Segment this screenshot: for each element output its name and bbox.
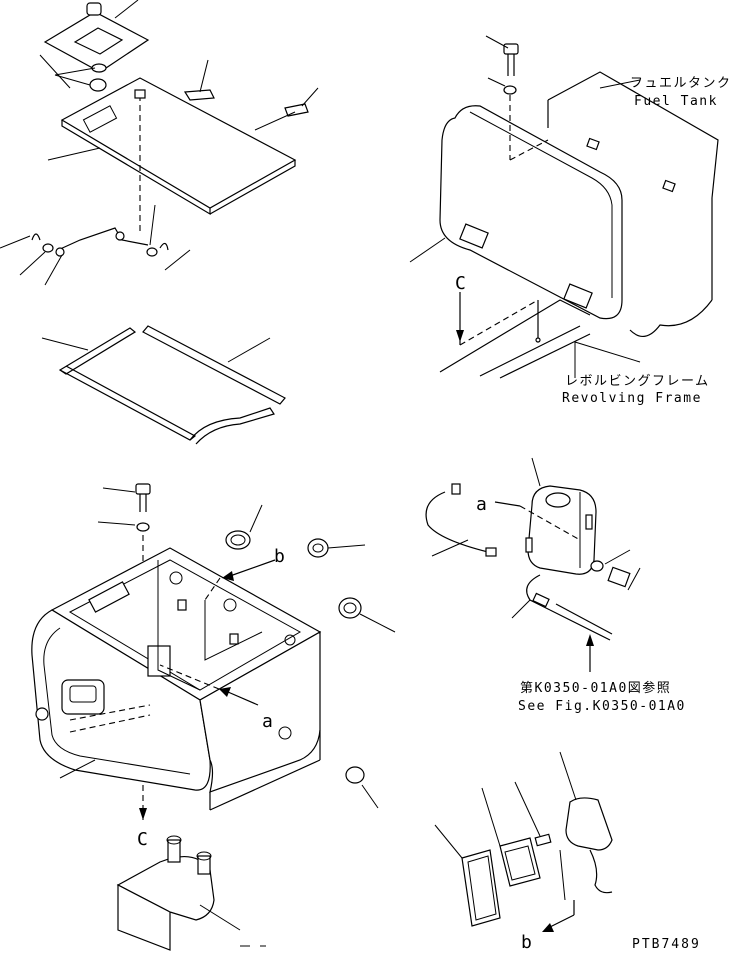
fuel-tank-label-jp: フュエルタンク (630, 76, 731, 91)
ref-a-box: a (262, 711, 273, 732)
ref-b-lamp: b (521, 932, 532, 953)
ref-a-tank: a (476, 494, 487, 515)
see-fig-label-jp: 第K0350-01A0図参照 (520, 680, 671, 696)
fuel-tank-assembly: C フュエルタンク Fuel Tank レボルビングフレーム Revolving… (409, 35, 731, 406)
relay-assembly (116, 835, 266, 951)
drawing-code: PTB7489 (632, 937, 701, 952)
cover-assembly (0, 0, 319, 445)
revolving-frame-label-jp: レボルビングフレーム (565, 374, 710, 389)
revolving-frame-label-en: Revolving Frame (562, 391, 702, 406)
fuel-tank-label-en: Fuel Tank (634, 94, 718, 109)
lamp-assembly: b PTB7489 (434, 751, 701, 953)
battery-box-assembly: C (31, 483, 396, 850)
ref-c-bottom: C (137, 829, 148, 850)
washer-tank-assembly: a 第K0350-01A0図参照 See Fig.K0350-01A0 (425, 457, 686, 714)
ref-b-box: b (274, 546, 285, 567)
ref-c-top: C (455, 273, 466, 294)
see-fig-label-en: See Fig.K0350-01A0 (518, 699, 686, 714)
